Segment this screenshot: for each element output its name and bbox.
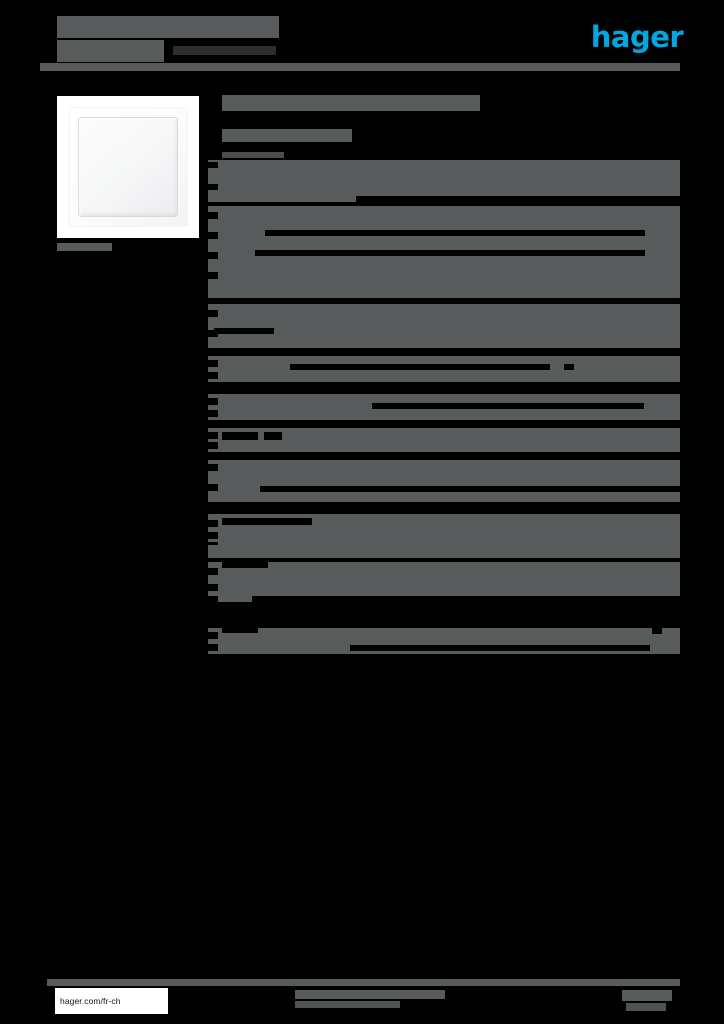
footer-note xyxy=(295,990,445,999)
footer-note-secondary xyxy=(295,1001,400,1008)
switch-frame xyxy=(68,107,188,227)
table-row xyxy=(208,160,680,202)
table-row xyxy=(208,428,680,452)
page-number-secondary xyxy=(626,1003,666,1011)
section-note xyxy=(222,152,284,158)
table-row xyxy=(208,516,680,542)
product-image-caption xyxy=(57,243,112,251)
product-image xyxy=(57,96,199,238)
page-number xyxy=(622,990,672,1001)
header-divider xyxy=(40,63,680,71)
footer-url-text: hager.com/fr-ch xyxy=(60,996,121,1006)
table-row xyxy=(208,394,680,420)
section-heading xyxy=(222,95,480,111)
table-row xyxy=(208,562,680,603)
hager-logo: hager xyxy=(590,19,684,54)
page-title-line-2 xyxy=(57,40,164,62)
page-subtitle xyxy=(173,46,276,55)
table-row xyxy=(208,628,680,654)
switch-rocker xyxy=(78,117,178,217)
page-title-line-1 xyxy=(57,16,279,38)
table-row xyxy=(208,304,680,348)
section-subheading xyxy=(222,129,352,142)
footer-divider xyxy=(47,979,680,986)
table-row xyxy=(208,206,680,298)
hager-logo-text: hager xyxy=(590,19,684,54)
table-row xyxy=(208,356,680,382)
footer-url[interactable]: hager.com/fr-ch xyxy=(55,988,168,1014)
table-row xyxy=(208,460,680,502)
page-header: hager xyxy=(0,0,724,80)
